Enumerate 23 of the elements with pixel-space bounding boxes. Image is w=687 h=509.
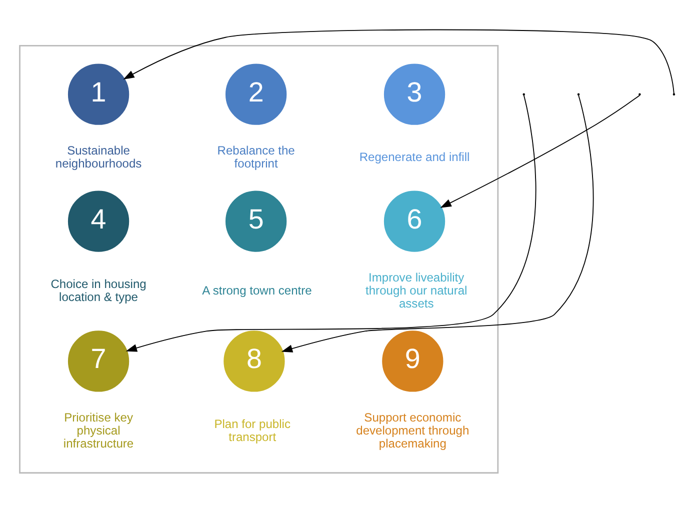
node-label: Plan for public transport — [214, 416, 290, 444]
node-label: Improve liveability through our natural assets — [366, 270, 468, 310]
node-circle: 1 — [68, 63, 130, 124]
node-label: A strong town centre — [202, 282, 312, 297]
arrow — [123, 28, 674, 94]
node-label: Regenerate and infill — [359, 149, 470, 164]
arrow — [126, 94, 536, 352]
node-label: Choice in housing location & type — [50, 276, 146, 304]
node-circle: 8 — [224, 330, 285, 392]
arrow — [440, 94, 640, 208]
arrow — [281, 94, 594, 352]
node-label: Support economic development through placemaking — [356, 410, 470, 450]
node-label: Sustainable neighbourhoods — [55, 142, 142, 170]
node-circle: 3 — [384, 63, 446, 124]
node-circle: 4 — [68, 190, 130, 252]
node-label: Prioritise key physical infrastructure — [63, 410, 134, 450]
cluster — [19, 44, 499, 474]
node-label: Rebalance the footprint — [217, 142, 295, 170]
node-circle: 5 — [225, 190, 287, 252]
node-circle: 2 — [225, 63, 287, 124]
node-circle: 9 — [382, 330, 444, 392]
node-circle: 6 — [384, 190, 446, 252]
node-circle: 7 — [68, 330, 130, 392]
